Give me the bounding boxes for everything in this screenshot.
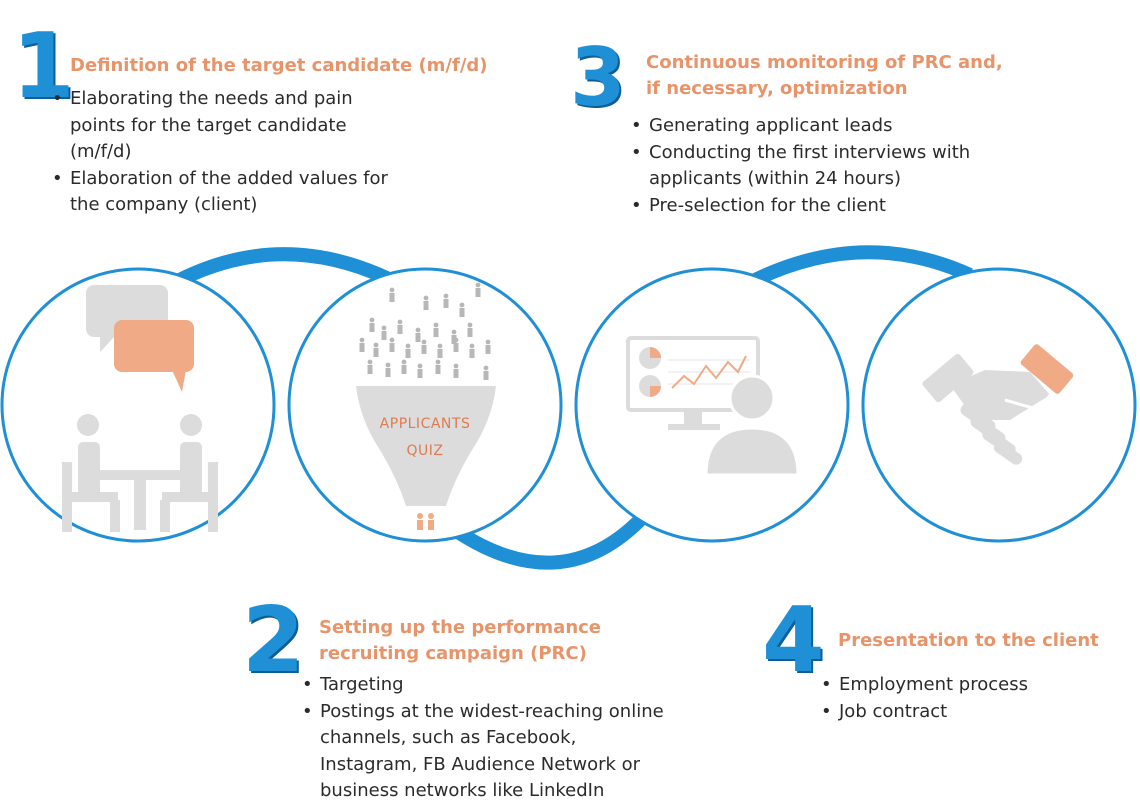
step-number-3: 3 bbox=[570, 31, 626, 124]
person-figure bbox=[435, 359, 441, 374]
step-2-bullets: Targeting Postings at the widest-reachin… bbox=[302, 672, 672, 805]
person-figure bbox=[483, 365, 489, 380]
list-item: Postings at the widest-reaching online c… bbox=[302, 699, 672, 805]
person-figure bbox=[421, 339, 427, 354]
list-item: Generating applicant leads bbox=[631, 113, 1011, 140]
person-figure bbox=[401, 359, 407, 374]
step-4-bullets: Employment process Job contract bbox=[821, 672, 1121, 725]
connector-arc-2-3 bbox=[451, 515, 645, 570]
step-number-2: 2 bbox=[242, 588, 305, 693]
person-figure bbox=[485, 339, 491, 354]
funnel-label-line2: QUIZ bbox=[407, 443, 444, 459]
meeting-icon bbox=[62, 285, 218, 532]
trend-line bbox=[671, 355, 747, 389]
step-2-heading-line: recruiting campaign (PRC) bbox=[319, 643, 587, 664]
list-item: Targeting bbox=[302, 672, 672, 699]
person-figure bbox=[369, 317, 375, 332]
step-3-bullets: Generating applicant leads Conducting th… bbox=[631, 113, 1011, 219]
person-figure bbox=[405, 343, 411, 358]
person-figure bbox=[389, 287, 395, 302]
applicant-crowd bbox=[359, 282, 491, 380]
handshake-icon bbox=[922, 344, 1074, 465]
person-figure bbox=[381, 325, 387, 340]
step-3-heading-line: if necessary, optimization bbox=[646, 78, 908, 99]
list-item: Elaborating the needs and pain points fo… bbox=[52, 86, 412, 166]
applicant-funnel-icon: APPLICANTS QUIZ bbox=[356, 282, 496, 530]
step-number-4: 4 bbox=[762, 588, 825, 693]
person-figure bbox=[417, 363, 423, 378]
person-icon bbox=[728, 374, 776, 422]
list-item: Conducting the first interviews with app… bbox=[631, 140, 1011, 193]
person-figure bbox=[453, 363, 459, 378]
step-3-heading-line: Continuous monitoring of PRC and, bbox=[646, 52, 1003, 73]
person-figure bbox=[475, 282, 481, 297]
person-figure bbox=[443, 293, 449, 308]
person-figure bbox=[453, 337, 459, 352]
step-4-heading: Presentation to the client bbox=[838, 630, 1099, 651]
funnel-label-line1: APPLICANTS bbox=[380, 416, 471, 432]
analytics-monitor-icon bbox=[626, 336, 800, 477]
person-figure bbox=[385, 362, 391, 377]
list-item: Pre-selection for the client bbox=[631, 193, 1011, 220]
step-1-bullets: Elaborating the needs and pain points fo… bbox=[52, 86, 412, 219]
person-figure bbox=[415, 327, 421, 342]
step-1-heading: Definition of the target candidate (m/f/… bbox=[70, 55, 488, 76]
funnel-shape bbox=[356, 386, 496, 506]
person-figure bbox=[397, 319, 403, 334]
person-figure bbox=[367, 359, 373, 374]
step-2-heading: Setting up the performance recruiting ca… bbox=[319, 615, 649, 667]
list-item: Employment process bbox=[821, 672, 1121, 699]
person-figure bbox=[437, 343, 443, 358]
speech-bubble-orange bbox=[114, 320, 194, 372]
person-figure bbox=[373, 342, 379, 357]
step-3-heading: Continuous monitoring of PRC and, if nec… bbox=[646, 50, 1066, 102]
person-figure bbox=[359, 337, 365, 352]
person-figure bbox=[423, 295, 429, 310]
person-figure bbox=[469, 343, 475, 358]
list-item: Elaboration of the added values for the … bbox=[52, 166, 412, 219]
connector-arc-1-2 bbox=[166, 247, 399, 292]
person-figure bbox=[459, 302, 465, 317]
selected-applicants bbox=[417, 513, 434, 530]
cuff-orange bbox=[1020, 344, 1074, 394]
person-figure bbox=[389, 337, 395, 352]
list-item: Job contract bbox=[821, 699, 1121, 726]
step-2-heading-line: Setting up the performance bbox=[319, 617, 602, 638]
person-figure bbox=[467, 322, 473, 337]
connector-arc-3-4 bbox=[741, 245, 973, 292]
person-figure bbox=[433, 322, 439, 337]
